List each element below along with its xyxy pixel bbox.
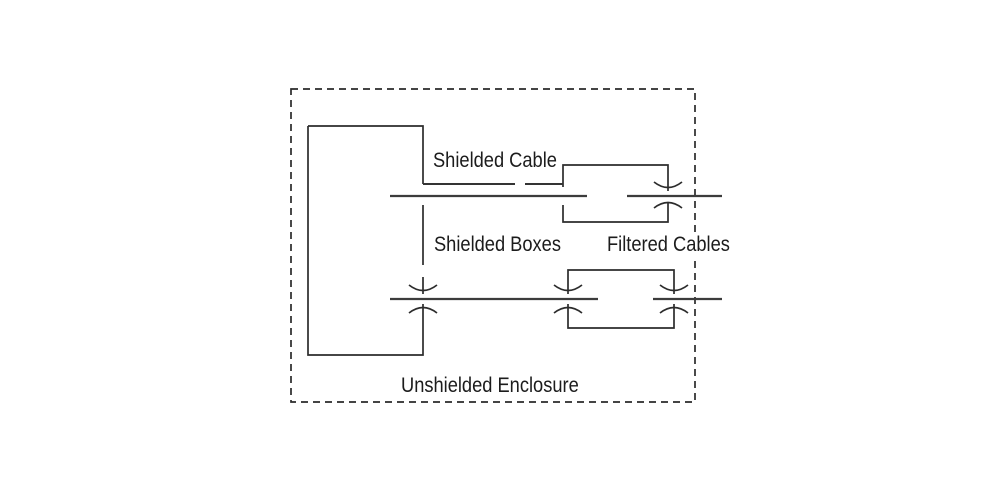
filtered-cables-label: Filtered Cables (607, 233, 730, 256)
filter-arc-lowerbox-right-lower (659, 306, 689, 314)
filter-arc-upperbox-right-upper (653, 181, 683, 189)
filter-arc-lowerbox-left-upper (553, 284, 583, 292)
unshielded-enclosure-outline (290, 88, 696, 403)
shielded-box-lower (567, 269, 675, 329)
shielded-boxes-label: Shielded Boxes (434, 233, 561, 256)
filter-arc-lowerbox-right-upper (659, 284, 689, 292)
filter-arc-lowerbox-left-lower (553, 306, 583, 314)
unshielded-enclosure-label: Unshielded Enclosure (401, 374, 579, 397)
filter-arc-bigbox-lower (408, 306, 438, 314)
filter-arc-bigbox-upper (408, 284, 438, 292)
filter-arc-upperbox-right-lower (653, 201, 683, 209)
shielded-box-large (307, 125, 424, 356)
shielded-box-upper (562, 164, 669, 223)
shielded-cable-label: Shielded Cable (433, 149, 557, 172)
